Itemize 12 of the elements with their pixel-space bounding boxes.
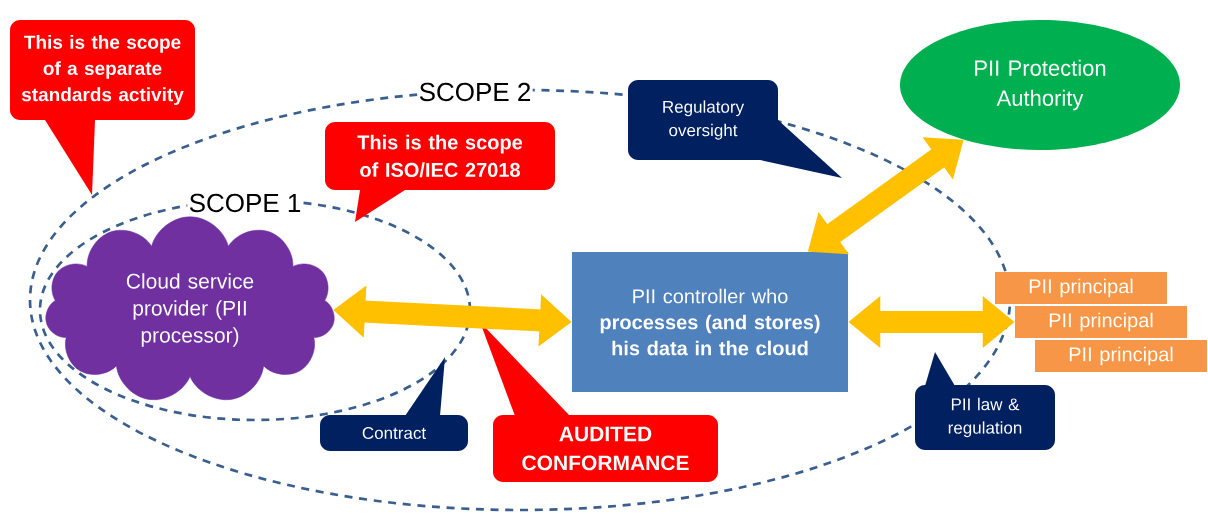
callout: Regulatory oversight [628,80,842,178]
node-label: PII principal [1049,312,1153,332]
node-label: PII principal [1069,346,1173,366]
callout: Contract [320,357,468,451]
process-box: PII controller who processes (and stores) his data in the cloud [572,252,848,392]
node-label: PII principal [1029,278,1133,298]
callout: This is the scope of a separate standards activity [10,20,195,195]
principal-box: PII principal [995,272,1167,304]
callout: PII law & regulation [915,352,1055,450]
principal-box: PII principal [1035,340,1207,372]
callout: This is the scope of ISO/IEC 27018 [325,122,555,222]
principal-box: PII principal [1015,306,1187,338]
